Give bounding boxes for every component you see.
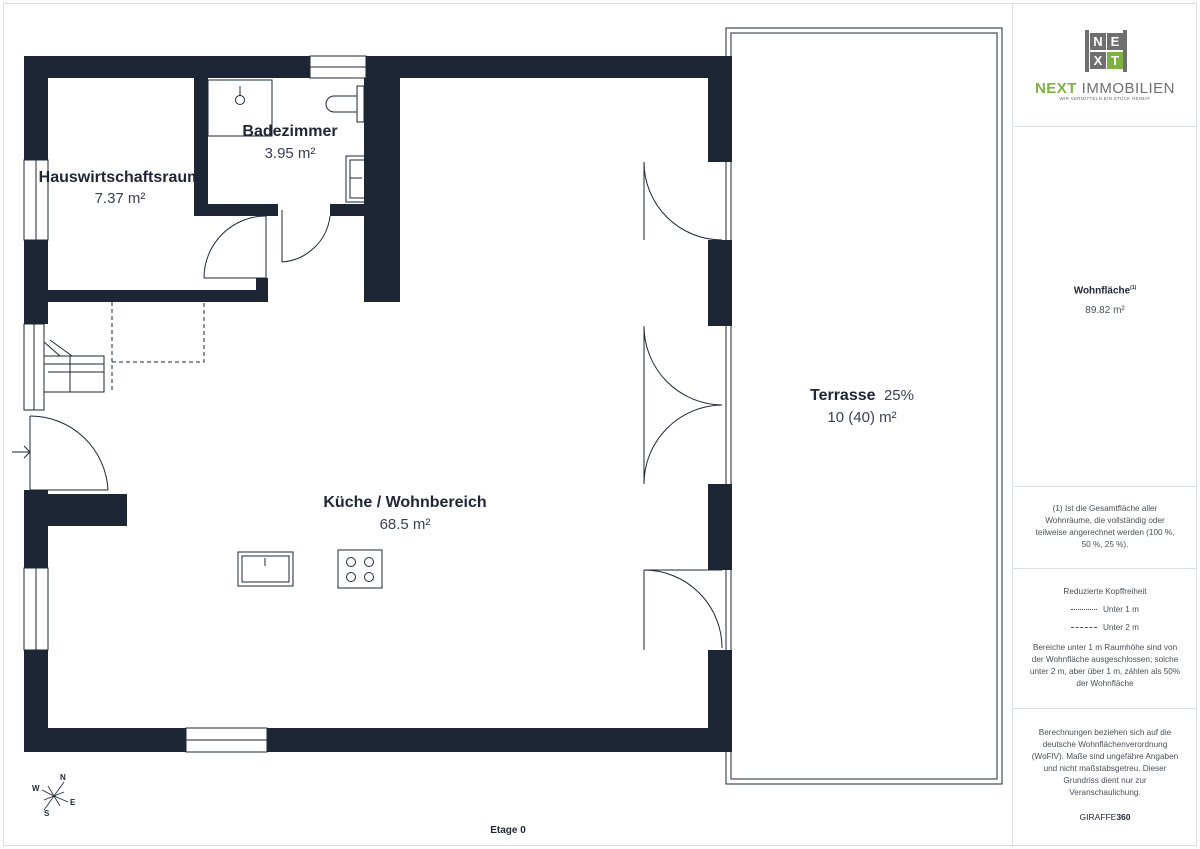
svg-text:S: S [44,809,50,818]
sidebar: N E X T NEXT IMMOBILIEN WIR VERMITTELN E… [1012,3,1197,846]
svg-text:X: X [1094,53,1103,68]
floor-plan: Hauswirtschaftsraum 7.37 m² Badezimmer 3… [12,27,1003,836]
entrance-arrow-icon [12,445,31,459]
doors [29,161,723,650]
logo-tagline: WIR VERMITTELN EIN STÜCK HEIMAT [1059,96,1151,101]
svg-text:N: N [1093,34,1102,49]
floorplan-frame [3,3,1197,846]
room-name: Badezimmer [242,123,337,140]
windows [23,55,367,753]
svg-text:T: T [1111,53,1119,68]
shower [207,79,273,137]
disclaimer-section: Berechnungen beziehen sich auf die deuts… [1013,709,1197,846]
dotted-line-icon [1071,609,1098,611]
next-logo-icon: N E X T [1085,30,1127,72]
compass-icon: N E S W [32,773,76,818]
legend-under-1m: Unter 1 m [1013,604,1197,616]
room-kueche-wohnbereich: Küche / Wohnbereich 68.5 m² [323,494,486,533]
living-area-value: 89.82 m² [1085,305,1125,316]
room-terrasse: Terrasse 25% 10 (40) m² [810,387,914,426]
legend-under-2m: Unter 2 m [1013,622,1197,634]
washbasin [345,155,373,203]
footnote-text: (1) Ist die Gesamtfläche aller Wohnräume… [1035,504,1175,549]
room-name: Hauswirtschaftsraum [39,169,202,186]
logo-section: N E X T NEXT IMMOBILIEN WIR VERMITTELN E… [1013,3,1197,127]
reduced-headroom-area [111,302,205,392]
kitchen-sink [237,551,294,587]
footnote-section: (1) Ist die Gesamtfläche aller Wohnräume… [1013,487,1197,569]
room-name: Terrasse 25% [810,387,914,404]
svg-text:E: E [1111,34,1120,49]
room-hauswirtschaftsraum: Hauswirtschaftsraum 7.37 m² [39,169,202,207]
logo-wordmark: NEXT IMMOBILIEN [1034,80,1176,97]
disclaimer-text: Berechnungen beziehen sich auf die deuts… [1031,728,1179,797]
toilet [325,85,365,123]
living-area-section: Wohnfläche(1) 89.82 m² [1013,127,1197,487]
giraffe360-brand: GIRAFFE360 [1079,812,1131,822]
dashed-line-icon [1071,627,1098,629]
legend-section: Reduzierte Kopffreiheit Unter 1 m Unter … [1013,569,1197,709]
room-area: 68.5 m² [380,516,431,533]
legend-title: Reduzierte Kopffreiheit [1063,587,1147,596]
svg-text:N: N [60,773,66,782]
floor-label: Etage 0 [490,825,526,836]
svg-text:W: W [32,784,40,793]
living-area-label: Wohnfläche(1) [1073,285,1137,297]
stove-icon [337,549,383,589]
room-name: Küche / Wohnbereich [323,494,486,511]
terrace-outline [725,27,1003,785]
walls [24,56,732,752]
room-badezimmer: Badezimmer 3.95 m² [242,123,337,162]
legend-text: Bereiche unter 1 m Raumhöhe sind von der… [1029,643,1181,688]
room-area: 3.95 m² [265,145,316,162]
staircase [43,339,105,393]
svg-text:E: E [70,798,76,807]
room-area: 7.37 m² [95,190,146,207]
room-area: 10 (40) m² [827,409,896,426]
